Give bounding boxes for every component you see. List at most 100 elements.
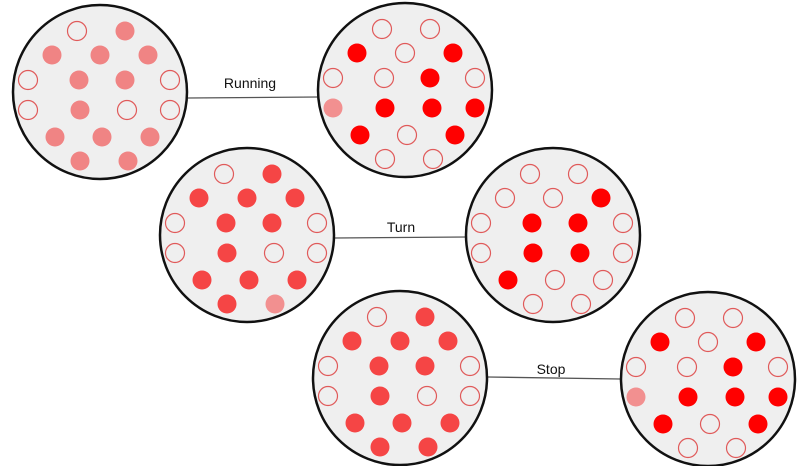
empty-dot: [371, 18, 393, 40]
state-before-stop: [311, 289, 489, 466]
filled-dot-pink: [118, 151, 138, 171]
filled-dot-bright: [498, 270, 518, 290]
empty-dot: [522, 293, 544, 315]
empty-dot: [677, 437, 699, 459]
filled-dot-bright: [570, 243, 590, 263]
empty-dot: [306, 242, 328, 264]
filled-dot-mid: [345, 413, 365, 433]
empty-dot: [394, 42, 416, 64]
transition-label-turn: Turn: [387, 219, 415, 235]
empty-dot: [592, 269, 614, 291]
filled-dot-faded: [265, 294, 285, 314]
empty-dot: [213, 163, 235, 185]
filled-dot-pink: [92, 127, 112, 147]
filled-dot-mid: [192, 270, 212, 290]
filled-dot-bright: [746, 332, 766, 352]
filled-dot-bright: [465, 98, 485, 118]
empty-dot: [612, 242, 634, 264]
filled-dot-pink: [90, 45, 110, 65]
empty-dot: [494, 187, 516, 209]
empty-dot: [676, 356, 698, 378]
empty-dot: [373, 67, 395, 89]
filled-dot-mid: [440, 413, 460, 433]
filled-dot-mid: [370, 437, 390, 457]
empty-dot: [459, 355, 481, 377]
filled-dot-mid: [237, 188, 257, 208]
empty-dot: [459, 385, 481, 407]
empty-dot: [767, 356, 789, 378]
filled-dot-bright: [748, 414, 768, 434]
empty-dot: [116, 99, 138, 121]
empty-dot: [544, 269, 566, 291]
empty-dot: [396, 124, 418, 146]
filled-dot-bright: [725, 387, 745, 407]
empty-dot: [17, 69, 39, 91]
filled-dot-mid: [285, 188, 305, 208]
filled-dot-pink: [138, 45, 158, 65]
filled-dot-bright: [723, 357, 743, 377]
transition-line: [487, 376, 621, 380]
empty-dot: [306, 212, 328, 234]
empty-dot: [17, 99, 39, 121]
filled-dot-pink: [140, 127, 160, 147]
filled-dot-bright: [443, 43, 463, 63]
state-circle: [619, 290, 797, 466]
empty-dot: [164, 212, 186, 234]
filled-dot-pink: [70, 151, 90, 171]
filled-dot-pink: [70, 100, 90, 120]
empty-dot: [570, 293, 592, 315]
filled-dot-mid: [217, 294, 237, 314]
empty-dot: [416, 385, 438, 407]
filled-dot-pink: [115, 21, 135, 41]
filled-dot-bright: [523, 243, 543, 263]
transition-line: [187, 96, 319, 99]
filled-dot-pink: [42, 45, 62, 65]
filled-dot-bright: [375, 98, 395, 118]
filled-dot-mid: [262, 164, 282, 184]
transition-label-stop: Stop: [537, 361, 566, 377]
empty-dot: [567, 163, 589, 185]
filled-dot-mid: [262, 213, 282, 233]
state-circle: [311, 289, 489, 466]
filled-dot-bright: [678, 387, 698, 407]
empty-dot: [699, 413, 721, 435]
empty-dot: [322, 67, 344, 89]
empty-dot: [519, 163, 541, 185]
transition-line: [334, 236, 468, 239]
state-circle: [158, 146, 336, 324]
filled-dot-pink: [45, 127, 65, 147]
empty-dot: [697, 331, 719, 353]
empty-dot: [419, 18, 441, 40]
empty-dot: [159, 69, 181, 91]
filled-dot-bright: [422, 98, 442, 118]
empty-dot: [317, 385, 339, 407]
filled-dot-mid: [287, 270, 307, 290]
filled-dot-mid: [370, 386, 390, 406]
filled-dot-bright: [350, 125, 370, 145]
filled-dot-bright: [522, 213, 542, 233]
empty-dot: [722, 307, 744, 329]
empty-dot: [470, 212, 492, 234]
filled-dot-mid: [239, 270, 259, 290]
filled-dot-bright: [445, 125, 465, 145]
empty-dot: [464, 67, 486, 89]
state-after-running: [316, 1, 494, 179]
empty-dot: [366, 306, 388, 328]
empty-dot: [725, 437, 747, 459]
state-before-turn: [158, 146, 336, 324]
state-circle: [464, 146, 642, 324]
filled-dot-mid: [189, 188, 209, 208]
state-circle: [316, 1, 494, 179]
transition-label-running: Running: [224, 75, 276, 91]
filled-dot-faded: [626, 387, 646, 407]
empty-dot: [374, 148, 396, 170]
filled-dot-bright: [591, 188, 611, 208]
state-before-running: [11, 3, 189, 181]
filled-dot-mid: [418, 437, 438, 457]
empty-dot: [164, 242, 186, 264]
empty-dot: [422, 148, 444, 170]
state-after-stop: [619, 290, 797, 466]
filled-dot-mid: [415, 356, 435, 376]
filled-dot-bright: [650, 332, 670, 352]
